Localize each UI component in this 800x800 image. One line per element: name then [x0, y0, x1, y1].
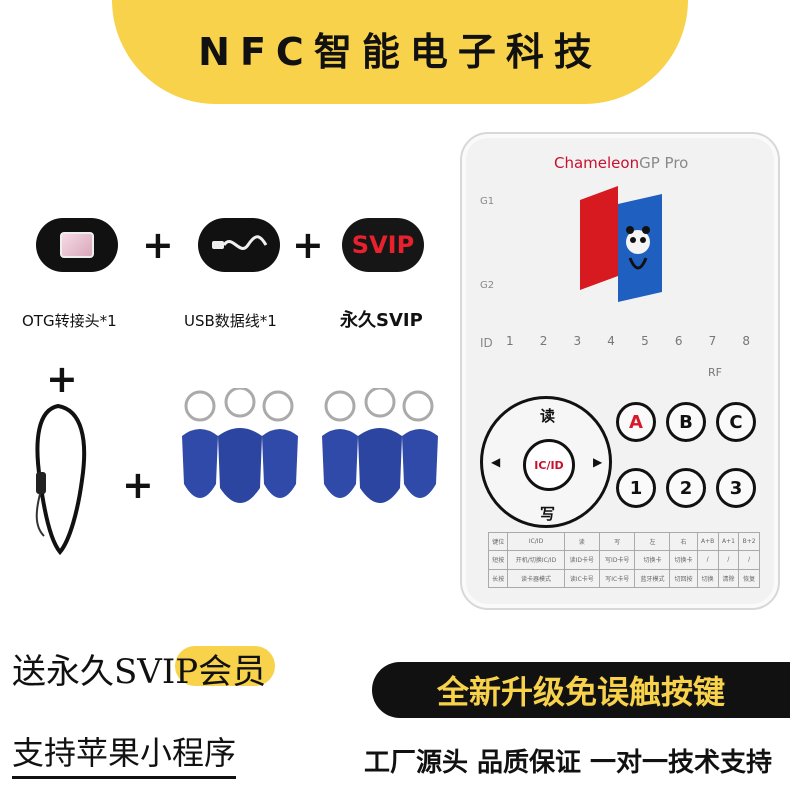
- top-banner: NFC智能电子科技: [112, 0, 688, 104]
- slot-number: 2: [539, 334, 548, 348]
- keyfob-icon: [218, 388, 262, 503]
- brand-suffix: GP Pro: [639, 154, 689, 172]
- lanyard-image: [35, 403, 87, 556]
- keyfob-icon: [322, 390, 358, 498]
- table-cell: A+B: [696, 531, 719, 552]
- table-cell: 恢复: [738, 568, 760, 589]
- key-1-button[interactable]: 1: [616, 468, 656, 508]
- table-cell: 蓝牙模式: [634, 568, 671, 589]
- keyfob-icon: [182, 390, 218, 498]
- slot-number: 3: [573, 334, 582, 348]
- table-cell: 清除: [717, 568, 740, 589]
- chameleon-device: ChameleonGP Pro G1 G2 ID 1 2 3 4 5 6 7 8…: [460, 132, 780, 610]
- table-cell: /: [696, 550, 719, 570]
- promo-highlight: [175, 646, 275, 686]
- dpad-read-button[interactable]: 读: [540, 407, 556, 425]
- table-cell: 读IC卡号: [563, 568, 601, 589]
- table-cell: 读: [563, 531, 601, 552]
- keyfob-icon: [402, 390, 438, 498]
- table-cell: 写ID卡号: [599, 550, 636, 570]
- usb-label: USB数据线*1: [184, 312, 277, 330]
- otg-plug-icon: [60, 232, 94, 258]
- slot-indicators: 1 2 3 4 5 6 7 8: [506, 334, 750, 348]
- table-row: 长按 读卡器模式 读IC卡号 写IC卡号 蓝牙模式 切回按 切换 清除 恢复: [487, 568, 760, 589]
- slot-number: 1: [506, 334, 514, 348]
- panda-logo-icon: [580, 186, 662, 302]
- key-function-table: 键位 IC/ID 读 写 左 右 A+B A+1 B+2 短按 开机/切换IC/…: [487, 531, 760, 589]
- dpad-write-button[interactable]: 写: [540, 505, 556, 523]
- dpad: 读 写 ◀ ▶ IC/ID: [480, 396, 612, 528]
- device-brand: ChameleonGP Pro: [554, 154, 688, 172]
- svip-badge: SVIP: [342, 218, 424, 272]
- table-cell: 键位: [487, 531, 509, 552]
- table-cell: /: [738, 550, 760, 570]
- brand-prefix: Chameleon: [554, 154, 640, 172]
- slot-number: 7: [708, 334, 717, 348]
- table-cell: 写: [599, 531, 636, 552]
- dpad-left-button[interactable]: ◀: [491, 455, 501, 469]
- table-cell: 切换: [696, 568, 719, 589]
- promo-miniprogram-text: 支持苹果小程序: [12, 728, 237, 779]
- rf-label: RF: [708, 366, 722, 379]
- banner-title: NFC智能电子科技: [198, 29, 602, 74]
- key-a-button[interactable]: A: [616, 402, 656, 442]
- svip-label: 永久SVIP: [340, 310, 423, 331]
- slot-number: 5: [641, 334, 649, 348]
- keyfob-icon: [262, 390, 298, 498]
- plus-sign: +: [142, 223, 174, 267]
- otg-label: OTG转接头*1: [22, 312, 117, 330]
- slot-number: 6: [674, 334, 683, 348]
- table-cell: IC/ID: [507, 531, 565, 552]
- upgrade-banner: 全新升级免误触按键: [372, 662, 790, 718]
- id-label: ID: [480, 336, 493, 350]
- svip-badge-text: SVIP: [351, 231, 415, 259]
- plus-sign: +: [122, 463, 154, 507]
- table-cell: 右: [669, 531, 698, 552]
- table-cell: A+1: [717, 531, 740, 552]
- table-cell: 切换卡: [634, 550, 671, 570]
- otg-adapter-image: [36, 218, 118, 272]
- table-cell: 切回按: [669, 568, 698, 589]
- keyfob-group-2: [322, 388, 438, 503]
- table-cell: 长按: [487, 568, 509, 589]
- table-row: 短按 开机/切换IC/ID 读ID卡号 写ID卡号 切换卡 切换卡 / / /: [487, 550, 760, 570]
- g2-label: G2: [480, 280, 495, 291]
- guarantee-text: 工厂源头 品质保证 一对一技术支持: [363, 748, 773, 778]
- usb-cable-icon: [212, 235, 268, 250]
- table-cell: B+2: [738, 531, 760, 552]
- table-cell: 开机/切换IC/ID: [507, 550, 565, 570]
- dpad-center-button[interactable]: IC/ID: [523, 439, 575, 491]
- plus-sign: +: [292, 223, 324, 267]
- key-b-button[interactable]: B: [666, 402, 706, 442]
- table-row: 键位 IC/ID 读 写 左 右 A+B A+1 B+2: [487, 531, 760, 552]
- table-cell: 读ID卡号: [563, 550, 601, 570]
- keyfob-icon: [358, 388, 402, 503]
- table-cell: /: [717, 550, 740, 570]
- table-cell: 读卡器模式: [507, 568, 565, 589]
- table-cell: 写IC卡号: [599, 568, 636, 589]
- g1-label: G1: [480, 196, 495, 207]
- usb-cable-image: [198, 218, 280, 272]
- promo-svip-text: 送永久SVIP会员: [12, 652, 267, 692]
- plus-sign: +: [46, 357, 78, 401]
- table-cell: 短按: [487, 550, 509, 570]
- key-2-button[interactable]: 2: [666, 468, 706, 508]
- keyfob-group-1: [182, 388, 298, 503]
- key-c-button[interactable]: C: [716, 402, 756, 442]
- dpad-right-button[interactable]: ▶: [593, 455, 603, 469]
- slot-number: 4: [607, 334, 615, 348]
- table-cell: 左: [634, 531, 671, 552]
- table-cell: 切换卡: [669, 550, 698, 570]
- slot-number: 8: [742, 334, 750, 348]
- key-3-button[interactable]: 3: [716, 468, 756, 508]
